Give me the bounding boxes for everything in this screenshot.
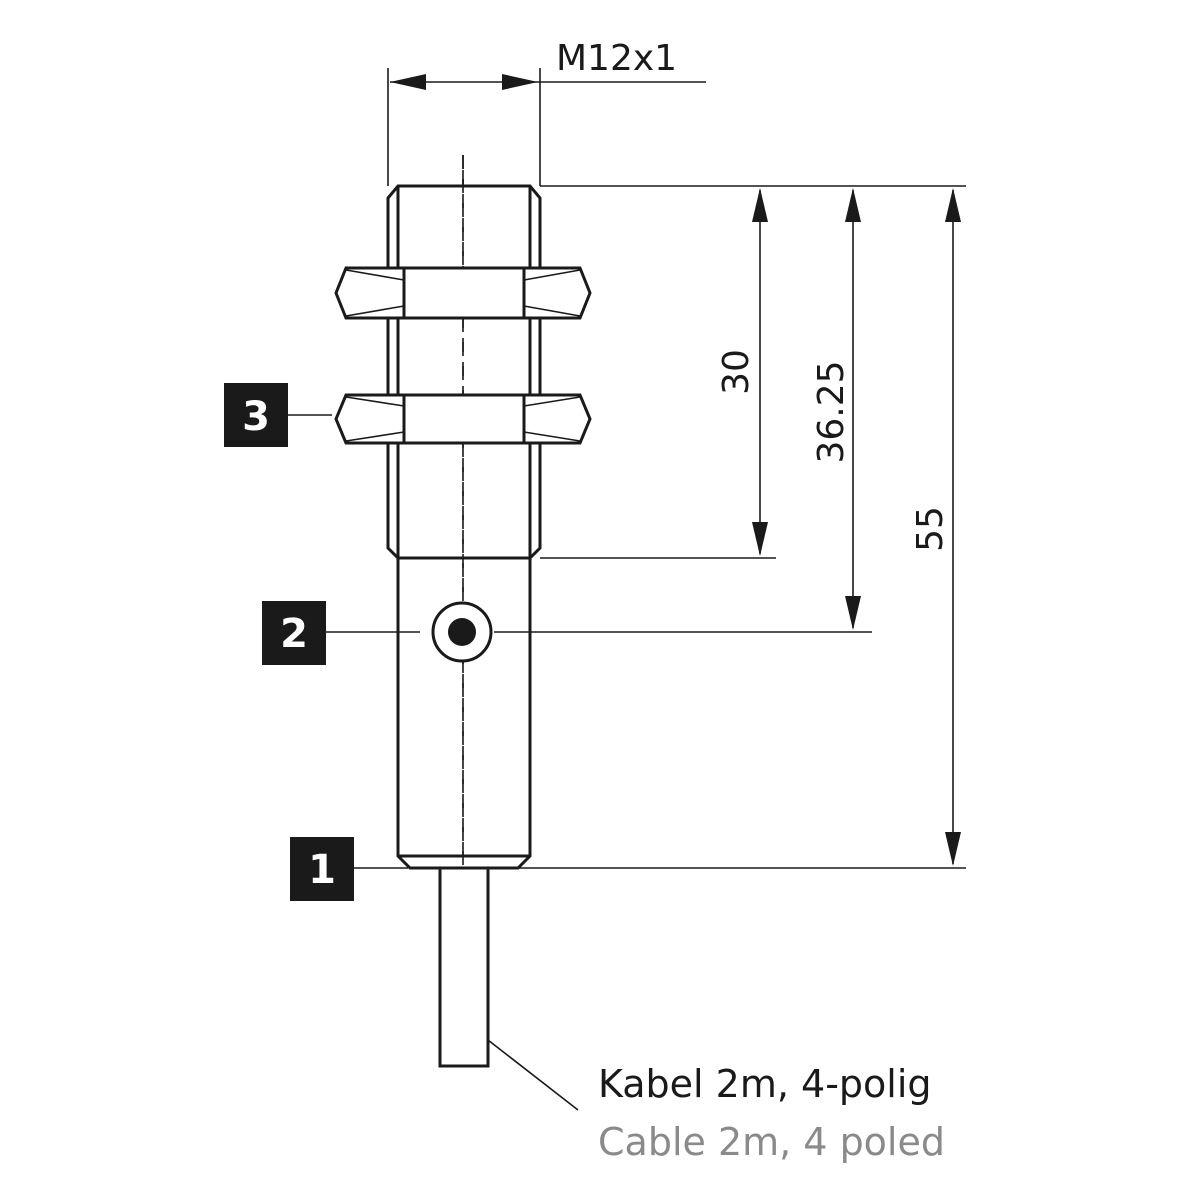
- marker-2-label: 2: [280, 611, 308, 657]
- nut-upper: [334, 266, 592, 320]
- dimension-30: [752, 188, 768, 556]
- thread-label: M12x1: [556, 38, 677, 79]
- cable-leader: [487, 1039, 579, 1111]
- cable-note-english: Cable 2m, 4 poled: [598, 1120, 945, 1164]
- dimension-36-25: [845, 188, 861, 630]
- marker-3-label: 3: [242, 394, 270, 440]
- dimension-55: [945, 188, 961, 866]
- marker-1: [290, 837, 408, 901]
- marker-1-label: 1: [308, 847, 336, 893]
- dimension-30-label: 30: [716, 349, 757, 395]
- nut-lower: [334, 393, 592, 445]
- cable: [438, 866, 490, 1068]
- marker-2: [262, 601, 420, 665]
- thread-dimension: [387, 68, 706, 186]
- cable-note-german: Kabel 2m, 4-polig: [598, 1062, 932, 1106]
- threaded-body: [386, 184, 542, 560]
- marker-3: [224, 383, 332, 447]
- led-indicator-icon: [431, 601, 493, 663]
- dimension-55-label: 55: [910, 506, 951, 552]
- dimension-36-25-label: 36.25: [811, 360, 852, 463]
